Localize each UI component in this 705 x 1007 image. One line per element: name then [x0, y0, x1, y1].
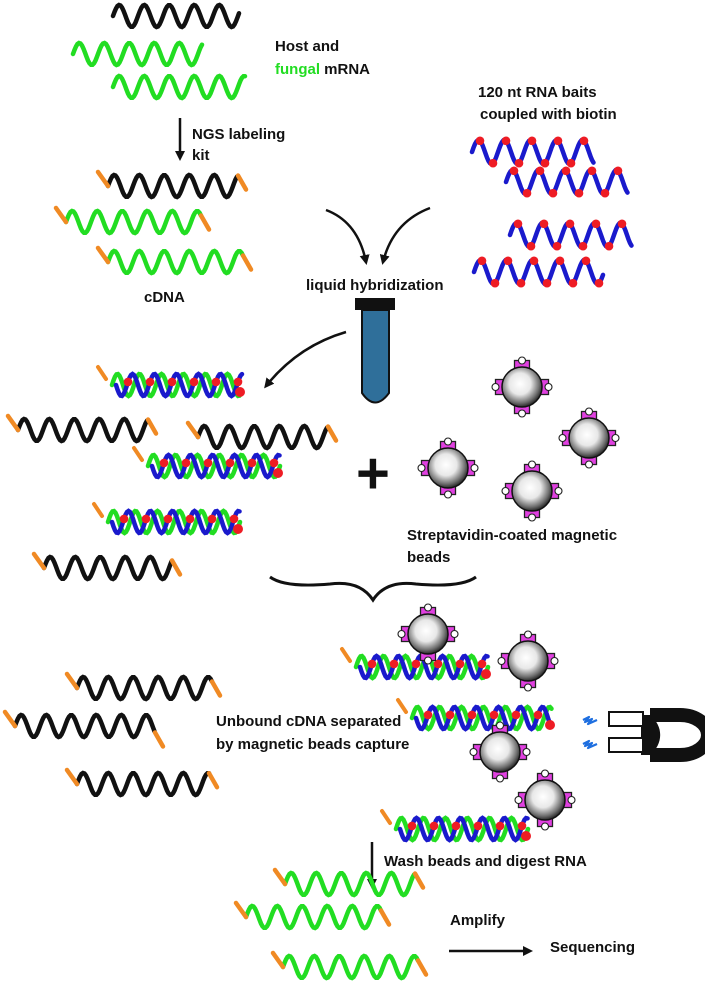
- unbound-host-cdna: [64, 671, 223, 702]
- enriched-fungal-cdna: [233, 900, 392, 931]
- plus-sign: +: [356, 441, 390, 506]
- enriched-fungal-cdna: [272, 867, 426, 898]
- curved-arrow-icon: [264, 330, 347, 389]
- unhybridized-host-strand: [31, 551, 183, 582]
- diagram-shapes: [2, 2, 705, 981]
- hybridized-duplex: [96, 365, 245, 399]
- magnetic-bead-icon: [558, 407, 620, 469]
- lightning-bolt-icon: [582, 739, 598, 750]
- magnet-icon: [608, 708, 705, 762]
- rna-bait: [469, 136, 596, 168]
- brace-icon: [269, 575, 477, 603]
- fungal-mrna-strand: [70, 40, 205, 68]
- baits-label-line2: coupled with biotin: [480, 106, 617, 123]
- rna-bait: [471, 256, 606, 288]
- magnetic-bead-icon: [501, 460, 563, 522]
- unbound-cdna-label-line2: by magnetic beads capture: [216, 736, 409, 753]
- fungal-cdna-strand: [53, 205, 212, 236]
- ngs-kit-label-line2: kit: [192, 147, 210, 164]
- liquid-hybridization-label: liquid hybridization: [306, 277, 444, 294]
- tube-icon: [355, 298, 395, 404]
- magnetic-bead-icon: [491, 356, 553, 418]
- captured-duplex: [396, 698, 555, 732]
- curved-arrow-icon: [379, 206, 431, 265]
- rna-bait: [503, 166, 630, 198]
- fungal-cdna-strand: [95, 245, 254, 276]
- cdna-label: cDNA: [144, 289, 185, 306]
- beads-label: Streptavidin-coated magnetic: [407, 527, 617, 544]
- magnetic-bead-icon: [397, 603, 459, 665]
- fungal-word: fungal: [275, 61, 320, 78]
- amplify-label: Amplify: [450, 912, 506, 929]
- unbound-cdna-label: Unbound cDNA separated: [216, 713, 401, 730]
- magnetic-bead-icon: [497, 630, 559, 692]
- enriched-fungal-cdna: [270, 950, 429, 981]
- unhybridized-host-strand: [5, 413, 159, 444]
- mrna-word: mRNA: [320, 61, 370, 78]
- unbound-host-cdna: [64, 767, 220, 798]
- beads-label-line2: beads: [407, 549, 450, 566]
- magnetic-bead-icon: [469, 721, 531, 783]
- captured-duplex: [340, 647, 491, 681]
- captured-duplex: [380, 809, 531, 843]
- host-mrna-label-line2: fungal mRNA: [275, 61, 370, 78]
- rna-bait: [507, 219, 634, 251]
- unhybridized-host-strand: [185, 420, 339, 451]
- unbound-host-cdna: [2, 709, 166, 749]
- wash-digest-label: Wash beads and digest RNA: [384, 853, 587, 870]
- magnetic-bead-icon: [514, 769, 576, 831]
- hybridized-duplex: [92, 502, 243, 536]
- fungal-mrna-strand: [110, 73, 248, 101]
- magnetic-bead-icon: [417, 437, 479, 499]
- host-cdna-strand: [95, 169, 249, 200]
- host-mrna-strand: [110, 2, 242, 30]
- hybridized-duplex: [132, 446, 283, 480]
- lightning-bolt-icon: [582, 715, 598, 726]
- sequencing-label: Sequencing: [550, 939, 635, 956]
- baits-label: 120 nt RNA baits: [478, 84, 597, 101]
- host-mrna-label: Host and: [275, 38, 339, 55]
- curved-arrow-icon: [325, 208, 370, 265]
- ngs-kit-label: NGS labeling: [192, 126, 285, 143]
